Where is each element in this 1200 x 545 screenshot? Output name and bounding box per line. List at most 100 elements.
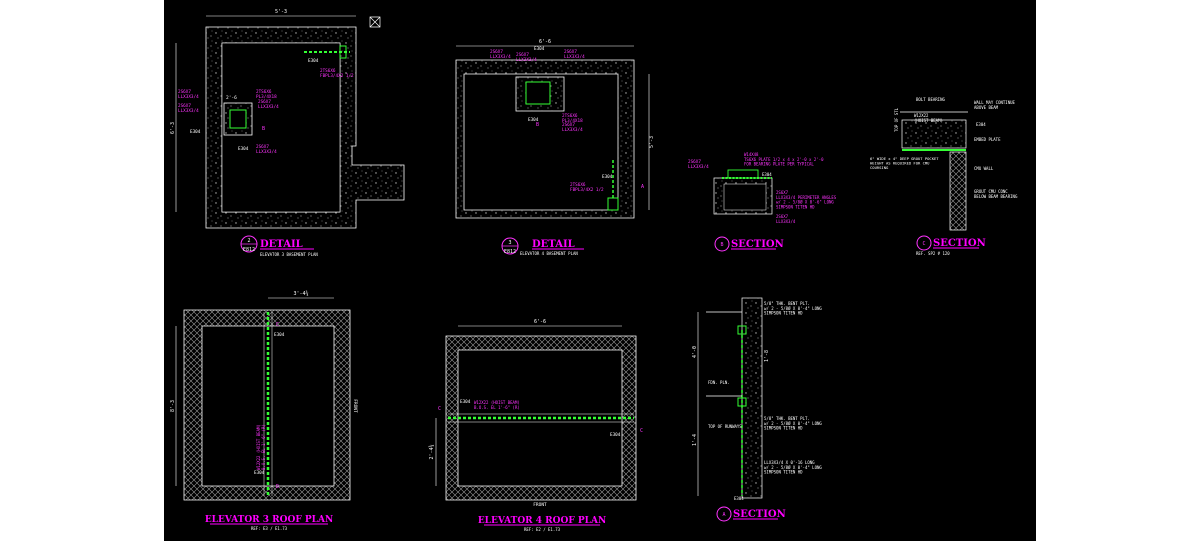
elevator-3-roof-plan: 3'-4¾ 8'-3 FRONT W12X22 (HOIST BEAM)B.O.…	[170, 291, 358, 531]
elevator-4-roof-wall	[445, 335, 637, 501]
section-a-letter: A	[722, 512, 725, 518]
elevator-4-roof-plan: 6'-6 2'-4¾ FRONT W12X22 (HOIST BEAM)B.O.…	[429, 319, 643, 532]
section-b-plate	[727, 169, 759, 179]
section-c-label-b: W12X22(HOIST BEAM)	[914, 113, 943, 123]
section-a-dim-b: 1'-8	[764, 350, 770, 362]
detail-2-section-b: B	[262, 126, 265, 132]
elevator-3-section-top: C	[276, 322, 279, 328]
elevator-3-beam-label-text: W12X22 (HOIST BEAM)B.O.S. EL 1'-6" (R)	[256, 424, 266, 470]
section-c-beam-box	[901, 119, 967, 149]
elevator-4-section-right: C	[640, 428, 643, 434]
section-c-title: SECTION	[933, 238, 986, 249]
elevator-4-subtitle: REF: E2 / E1.73	[524, 527, 561, 532]
detail-3-title: DETAIL	[532, 239, 575, 250]
detail-2-tag-number: 2	[247, 238, 250, 244]
detail-3-dim-right-text: 5'-3	[649, 136, 655, 148]
elevator-3-beam-label: W12X22 (HOIST BEAM)B.O.S. EL 1'-6" (R)	[256, 424, 266, 470]
section-c-label-b-text: W12X22(HOIST BEAM)	[914, 113, 943, 123]
section-c-label-h: TOP OF STL	[894, 107, 899, 132]
section-c-label-d-text: EMBED PLATE	[974, 137, 1001, 142]
detail-2-dim-left-text: 6'-3	[170, 122, 176, 134]
elevator-4-beam-label: W12X22 (HOIST BEAM)B.O.S. EL 1'-6" (R)	[474, 400, 520, 410]
elevator-4-dim-top-text: 6'-6	[534, 319, 546, 325]
elevator-4-section-left: C	[438, 406, 441, 412]
section-c-label-a: BOLT BEARING	[916, 97, 945, 102]
section-c-cmu-wall	[949, 151, 967, 231]
section-a-dim-a: 4'-0	[692, 346, 698, 358]
detail-2-subtitle: ELEVATOR 3 BASEMENT PLAN	[260, 252, 318, 257]
section-c-mark: E304	[976, 122, 986, 127]
detail-3-tag-number: 3	[508, 240, 511, 246]
detail-3-mark-b: E304	[528, 117, 539, 123]
detail-2-mark-b: E304	[190, 129, 201, 135]
detail-2-mark-a: E304	[308, 58, 319, 64]
elevator-3-subtitle: REF: E3 / E1.73	[251, 526, 288, 531]
section-a-tag	[716, 506, 732, 522]
detail-2-dim-top-text: 5'-3	[275, 9, 287, 15]
elevator-4-title: ELEVATOR 4 ROOF PLAN	[478, 516, 606, 526]
detail-3-section-b: B	[536, 122, 539, 128]
elevator-4-front: FRONT	[533, 502, 547, 508]
detail-2-north-arrow	[369, 16, 381, 28]
section-a-label-c-text: 5/8" THK. BENT PLT.w/ 2 - 5/8Ø X 0'-4" L…	[764, 416, 822, 431]
elevator-3-section-bot: D	[276, 484, 279, 490]
section-c-label-a-text: BOLT BEARING	[916, 97, 945, 102]
section-b-tag	[714, 236, 730, 252]
elevator-3-title: ELEVATOR 3 ROOF PLAN	[205, 515, 333, 525]
section-b-letter: B	[720, 242, 723, 248]
section-c-letter: C	[922, 241, 925, 247]
detail-3-column	[525, 81, 551, 105]
detail-2-plate	[339, 45, 347, 59]
elevator-3-mark-b: E304	[254, 470, 265, 476]
detail-3-mark-c: E304	[602, 174, 613, 180]
detail-3-section-a: A	[641, 184, 644, 190]
detail-3-mark-a: E304	[534, 46, 545, 52]
section-a-label-a-text: 5/8" THK. BENT PLT.w/ 2 - 5/8Ø X 0'-4" L…	[764, 301, 822, 316]
section-c-subtitle: REF. SP2 # 120	[916, 251, 950, 256]
detail-2-mark-c: E304	[238, 146, 249, 152]
detail-2-title: DETAIL	[260, 239, 303, 250]
section-a: 4'-0 1'-8 1'-4 5/8" THK. BENT PLT.w/ 2 -…	[692, 297, 822, 522]
detail-2-column	[229, 109, 247, 129]
section-a-dim-c: 1'-4	[692, 434, 698, 446]
section-a-plate-top	[737, 325, 747, 335]
detail-2-dim-inner-text: 2'-6	[226, 95, 237, 101]
section-c-tag	[916, 235, 932, 251]
detail-3-subtitle: ELEVATOR 4 BASEMENT PLAN	[520, 251, 578, 256]
elevator-4-mark-a: E304	[460, 399, 471, 405]
section-a-label-e: TOP OF RUNWAYS	[708, 424, 742, 429]
elevator-3-mark-a: E304	[274, 332, 285, 338]
section-a-label-f: E304	[734, 496, 744, 501]
